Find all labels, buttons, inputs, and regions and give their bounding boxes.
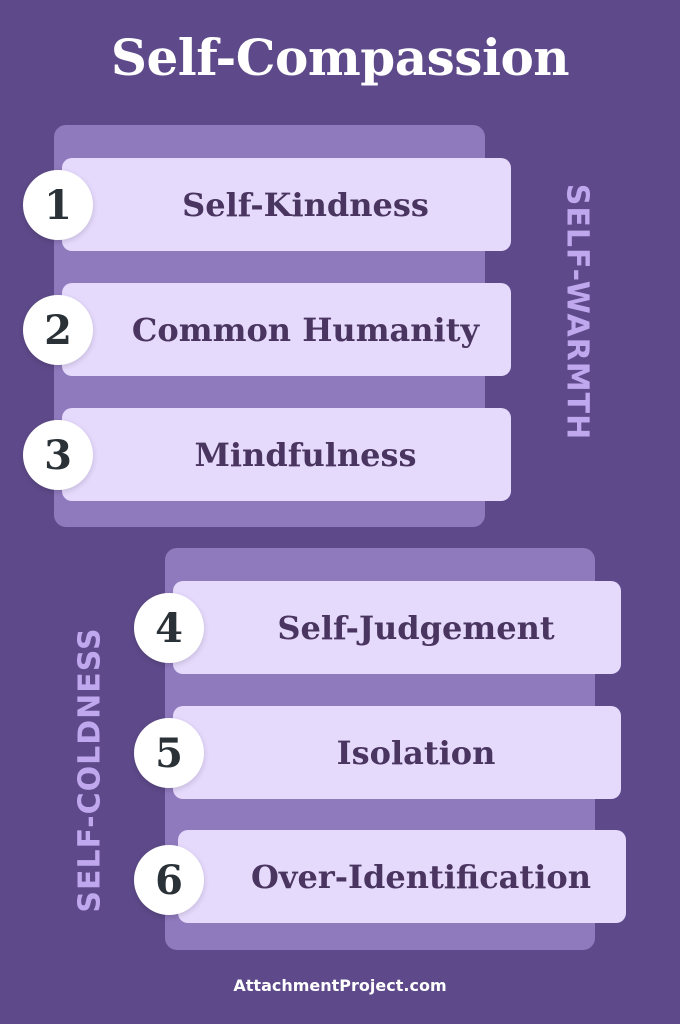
- component-card-isolation: Isolation: [173, 706, 621, 799]
- component-label: Common Humanity: [131, 310, 480, 349]
- self-warmth-label: SELF-WARMTH: [559, 183, 595, 441]
- number-badge: 6: [134, 845, 204, 915]
- component-card-self-kindness: Self-Kindness: [62, 158, 511, 251]
- number-badge: 2: [23, 295, 93, 365]
- number-badge: 4: [134, 593, 204, 663]
- component-label: Isolation: [336, 733, 496, 772]
- component-label: Mindfulness: [194, 435, 417, 474]
- component-card-common-humanity: Common Humanity: [62, 283, 511, 376]
- footer-website: AttachmentProject.com: [233, 976, 447, 995]
- page-title: Self-Compassion: [110, 28, 570, 87]
- component-label: Self-Judgement: [277, 608, 555, 647]
- number-badge: 3: [23, 420, 93, 490]
- component-label: Over-Identification: [251, 857, 591, 896]
- self-coldness-label: SELF-COLDNESS: [72, 627, 108, 913]
- component-card-mindfulness: Mindfulness: [62, 408, 511, 501]
- component-card-over-identification: Over-Identification: [178, 830, 626, 923]
- number-badge: 1: [23, 170, 93, 240]
- component-card-self-judgement: Self-Judgement: [173, 581, 621, 674]
- number-badge: 5: [134, 718, 204, 788]
- component-label: Self-Kindness: [182, 185, 429, 224]
